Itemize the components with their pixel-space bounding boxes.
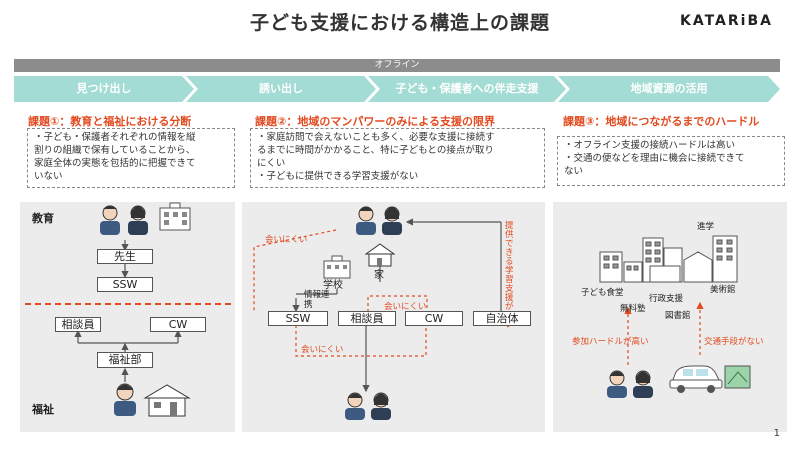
label-cant-meet-1: 会いにくい xyxy=(265,235,308,245)
issue-1-line: 割りの組織で保有していることから、 xyxy=(34,145,196,156)
label-info-link: 情報連 携 xyxy=(304,290,330,310)
home-icon xyxy=(364,243,396,267)
label-library: 図書館 xyxy=(665,311,691,321)
vertical-char: き xyxy=(505,248,514,258)
child-pair-icon xyxy=(345,392,391,420)
vertical-char: る xyxy=(505,257,514,267)
vertical-char: が xyxy=(505,302,514,312)
issue-1-heading: 課題①：教育と福祉における分断 xyxy=(28,115,192,128)
child-pair-icon xyxy=(607,370,653,398)
school-building-icon xyxy=(159,202,191,231)
family-people-icon xyxy=(356,206,402,235)
step-local-resources: 地域資源の活用 xyxy=(558,76,780,102)
issue-2-line: にくい xyxy=(257,158,286,169)
offline-bar: オフライン xyxy=(14,59,780,72)
issue-3-line: ない xyxy=(564,166,584,177)
label-advance: 進学 xyxy=(697,222,715,232)
box-ssw: SSW xyxy=(268,311,328,326)
vertical-char: 支 xyxy=(505,284,514,294)
car-icon xyxy=(669,365,723,393)
house-icon xyxy=(143,384,191,417)
label-home: 家 xyxy=(374,270,384,281)
label-free-cram: 無料塾 xyxy=(620,304,646,314)
label-hurdle-high: 参加ハードルが高い xyxy=(572,337,649,347)
box-counselor: 相談員 xyxy=(55,317,101,332)
teacher-people-icon xyxy=(100,205,148,235)
issue-1-box: ・子ども・保護者それぞれの情報を縦 割りの組織で保有していることから、 家庭全体… xyxy=(27,128,235,188)
school-building-icon xyxy=(323,255,351,279)
label-no-transport: 交通手段がない xyxy=(704,337,764,347)
issue-1-line: ・子ども・保護者それぞれの情報を縦 xyxy=(34,132,196,143)
box-cw: CW xyxy=(405,311,463,326)
vertical-char: 学 xyxy=(505,266,514,276)
vertical-char: 援 xyxy=(505,293,514,303)
vertical-char: 習 xyxy=(505,275,514,285)
issue-3-line: ・オフライン支援の接続ハードルは高い xyxy=(564,140,736,151)
vertical-char: 供 xyxy=(505,230,514,240)
page-number: 1 xyxy=(773,428,780,439)
katariba-logo: KATARiBA xyxy=(680,13,773,29)
label-admin-support: 行政支援 xyxy=(649,294,684,304)
issue-2-line: ・子どもに提供できる学習支援がない xyxy=(257,171,419,182)
box-ssw: SSW xyxy=(97,277,153,292)
label-school: 学校 xyxy=(323,280,343,291)
issue-3-heading: 課題③：地域につながるまでのハードル xyxy=(563,115,760,128)
label-cant-meet-3: 会いにくい xyxy=(301,345,344,355)
vertical-char: 提 xyxy=(505,221,514,231)
issue-2-line: るまでに時間がかかること、特に子どもとの接点が取り xyxy=(257,145,494,156)
step-invite: 誘い出し xyxy=(186,76,376,102)
label-art-museum: 美術館 xyxy=(710,285,736,295)
box-welfare-dept: 福祉部 xyxy=(97,352,153,368)
issue-3-box: ・オフライン支援の接続ハードルは高い ・交通の便などを理由に機会に接続できて な… xyxy=(557,136,785,186)
label-welfare: 福祉 xyxy=(32,403,54,416)
label-kids-cafe: 子ども食堂 xyxy=(581,288,624,298)
issue-2-line: ・家庭訪問で会えないことも多く、必要な支援に接続す xyxy=(257,132,495,143)
box-cw: CW xyxy=(150,317,206,332)
map-icon xyxy=(724,365,751,389)
label-education: 教育 xyxy=(32,212,54,225)
box-teacher: 先生 xyxy=(97,249,153,264)
child-icon xyxy=(114,383,136,416)
step-discover: 見つけ出し xyxy=(14,76,194,102)
info-link-line: 携 xyxy=(304,300,313,310)
town-buildings-icon xyxy=(599,235,738,283)
issue-3-line: ・交通の便などを理由に機会に接続できて xyxy=(564,153,745,164)
issue-1-line: 家庭全体の実態を包括的に把握できて xyxy=(34,158,196,169)
vertical-char: で xyxy=(505,239,514,249)
label-cant-meet-2: 会いにくい xyxy=(384,302,427,312)
issue-2-heading: 課題②：地域のマンパワーのみによる支援の限界 xyxy=(255,115,495,128)
issue-1-line: いない xyxy=(34,171,63,182)
info-link-line: 情報連 xyxy=(304,290,330,300)
box-local-gov: 自治体 xyxy=(473,311,531,326)
panel-local-resources xyxy=(553,202,787,432)
box-counselor: 相談員 xyxy=(338,311,396,326)
step-accompany: 子ども・保護者への伴走支援 xyxy=(368,76,566,102)
issue-2-box: ・家庭訪問で会えないことも多く、必要な支援に接続す るまでに時間がかかること、特… xyxy=(250,128,545,188)
page-title: 子ども支援における構造上の課題 xyxy=(249,12,550,34)
